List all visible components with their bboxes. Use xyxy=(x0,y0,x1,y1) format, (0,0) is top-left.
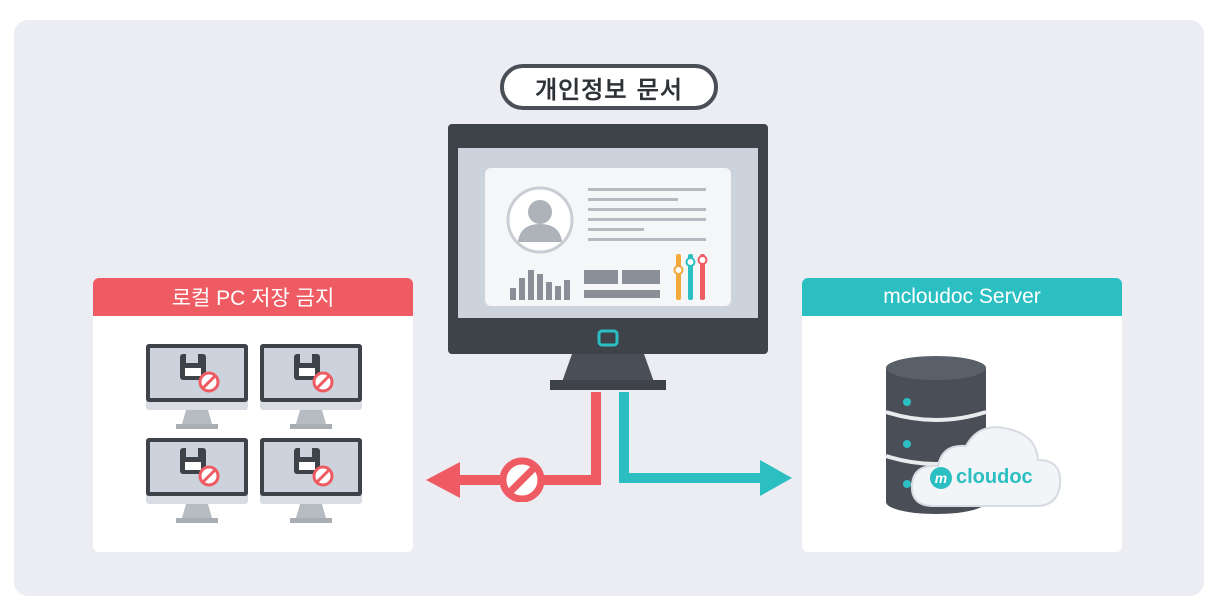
floppy-disk-icon xyxy=(294,448,320,474)
slider-icon xyxy=(673,254,708,300)
server-illustration xyxy=(885,356,1062,514)
local-pc-monitor xyxy=(260,344,362,429)
local-pc-panel: 로컬 PC 저장 금지 xyxy=(93,278,413,552)
local-pc-monitor xyxy=(260,438,362,523)
mcloudoc-logo: m cloudoc xyxy=(930,466,1033,489)
cloud-icon xyxy=(910,426,1062,507)
prohibited-icon xyxy=(312,371,334,393)
connector-arrows xyxy=(426,392,792,502)
central-monitor xyxy=(448,124,768,390)
bar-chart-icon xyxy=(510,270,570,300)
local-pc-monitor xyxy=(146,344,248,429)
mcloudoc-logo-mark: m xyxy=(930,466,952,489)
prohibited-icon xyxy=(312,465,334,487)
floppy-disk-icon xyxy=(180,448,206,474)
prohibited-icon xyxy=(499,457,545,502)
prohibited-icon xyxy=(198,371,220,393)
prohibited-icon xyxy=(198,465,220,487)
mcloudoc-logo-text: cloudoc xyxy=(956,466,1033,488)
floppy-disk-icon xyxy=(294,354,320,380)
user-avatar-icon xyxy=(506,186,574,254)
local-pc-monitor xyxy=(146,438,248,523)
local-pc-panel-title: 로컬 PC 저장 금지 xyxy=(93,278,413,316)
server-panel-title: mcloudoc Server xyxy=(802,278,1122,316)
document-label: 개인정보 문서 xyxy=(500,64,718,110)
floppy-disk-icon xyxy=(180,354,206,380)
